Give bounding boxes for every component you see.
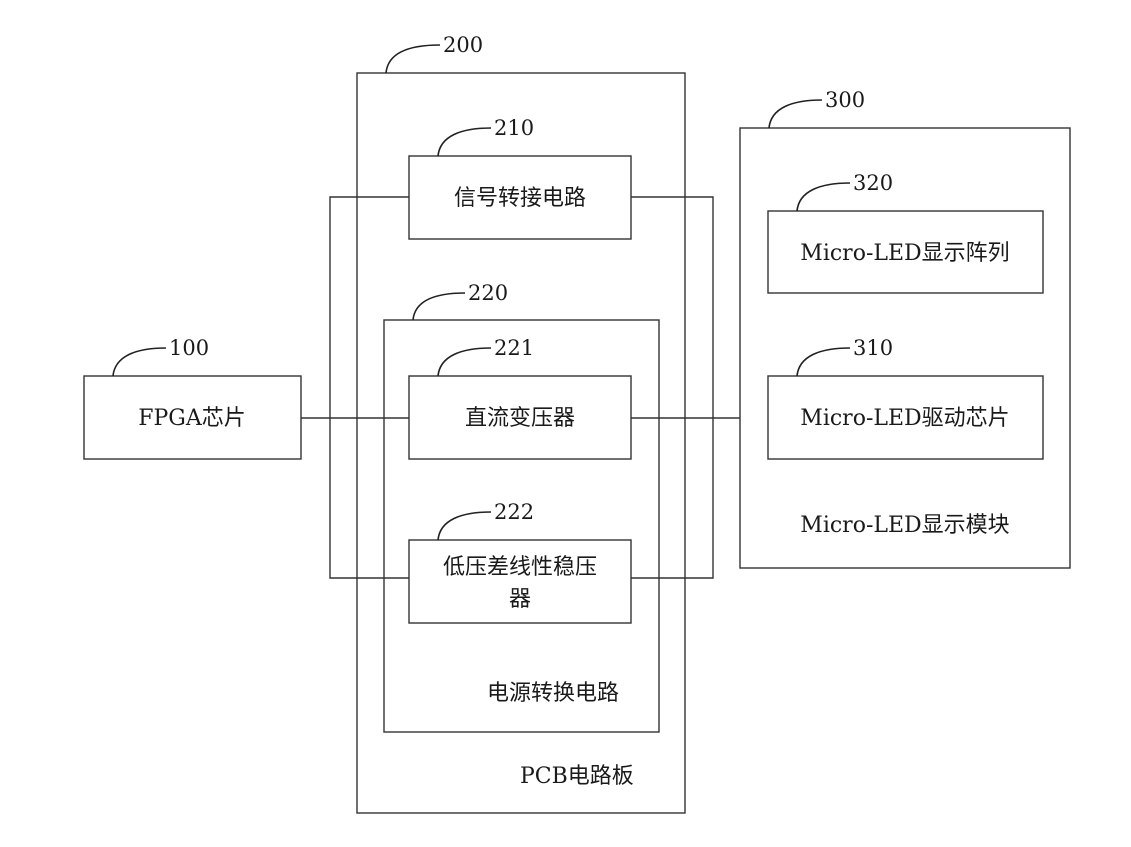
- dc-transformer-leader: [437, 347, 492, 377]
- driver-chip-leader: [796, 347, 851, 377]
- pcb-board-ref: 200: [443, 33, 483, 57]
- wire-fpga-to-signal-adapter: [329, 196, 409, 418]
- power-conversion-leader: [412, 292, 466, 321]
- display-array-box: [767, 210, 1044, 294]
- dc-transformer-ref: 221: [494, 336, 534, 360]
- signal-adapter-ref: 210: [494, 116, 534, 140]
- dc-transformer-label: 直流变压器: [465, 406, 575, 431]
- ldo-regulator-box: [408, 539, 632, 624]
- ldo-regulator-label-line1: 低压差线性稳压: [443, 555, 597, 580]
- signal-adapter-circuit: 210 信号转接电路: [408, 116, 632, 240]
- display-module-outline: [739, 127, 1071, 569]
- driver-chip-label: Micro-LED驱动芯片: [800, 406, 1009, 431]
- driver-chip: 310 Micro-LED驱动芯片: [767, 336, 1044, 460]
- power-conversion-ref: 220: [468, 281, 508, 305]
- display-module-leader: [768, 99, 823, 129]
- fpga-chip-ref: 100: [169, 336, 209, 360]
- pcb-board-leader: [385, 44, 441, 74]
- display-array-ref: 320: [853, 171, 893, 195]
- driver-chip-ref: 310: [853, 336, 893, 360]
- signal-adapter-label: 信号转接电路: [454, 186, 586, 211]
- signal-adapter-leader: [437, 127, 492, 157]
- display-module: 300 Micro-LED显示模块: [739, 88, 1071, 569]
- dc-transformer-box: [408, 375, 632, 460]
- wire-fpga-to-ldo: [329, 418, 409, 579]
- fpga-chip: 100 FPGA芯片: [83, 336, 302, 460]
- display-module-label: Micro-LED显示模块: [800, 513, 1009, 538]
- display-module-ref: 300: [825, 88, 865, 112]
- display-array-label: Micro-LED显示阵列: [800, 241, 1009, 266]
- ldo-regulator-label-line2: 器: [509, 587, 531, 612]
- connection-wires: [301, 196, 933, 579]
- power-conversion-label: 电源转换电路: [487, 681, 619, 706]
- display-array-leader: [796, 182, 851, 212]
- ldo-regulator-ref: 222: [494, 500, 534, 524]
- ldo-regulator-leader: [437, 511, 492, 541]
- fpga-chip-box: [83, 375, 302, 460]
- dc-transformer: 221 直流变压器: [408, 336, 632, 460]
- pcb-board-label: PCB电路板: [520, 764, 634, 789]
- driver-chip-box: [767, 375, 1044, 460]
- ldo-regulator: 222 低压差线性稳压 器: [408, 500, 632, 624]
- fpga-chip-leader: [112, 347, 167, 377]
- display-array: 320 Micro-LED显示阵列: [767, 171, 1044, 294]
- wire-right-bus: [631, 196, 714, 579]
- signal-adapter-box: [408, 155, 632, 240]
- fpga-chip-label: FPGA芯片: [138, 406, 246, 431]
